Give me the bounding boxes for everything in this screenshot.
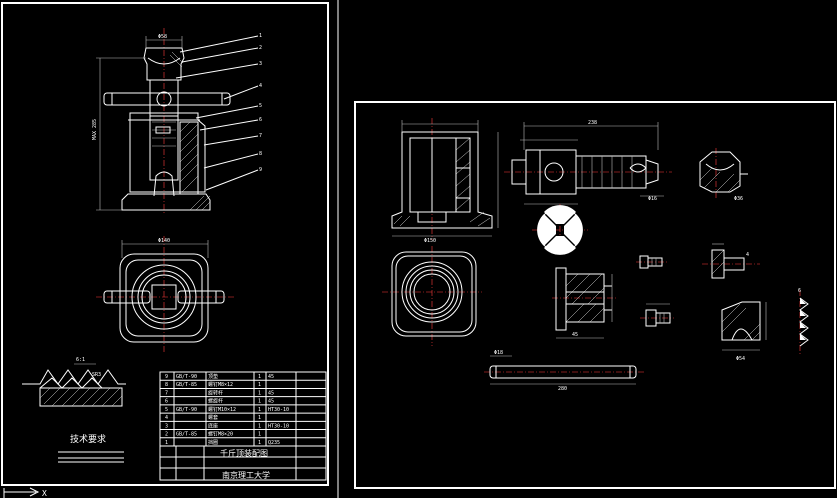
parts-cell-mat: 45 xyxy=(268,374,274,380)
parts-cell-name: 挡圈 xyxy=(208,439,218,446)
parts-cell-qty: 1 xyxy=(258,382,261,388)
parts-cell-qty: 1 xyxy=(258,440,261,446)
svg-text:Φ36: Φ36 xyxy=(734,196,743,202)
svg-text:MAX 285: MAX 285 xyxy=(92,119,98,140)
right-sheet-border xyxy=(354,101,836,489)
svg-text:Φ16: Φ16 xyxy=(648,196,657,202)
cap-part: Φ36 xyxy=(699,148,748,202)
parts-cell-name: 螺套 xyxy=(208,414,218,421)
parts-cell-name: 底座 xyxy=(208,422,218,429)
balloon-8: 8 xyxy=(259,151,262,157)
svg-text:Φ140: Φ140 xyxy=(158,238,170,244)
thread-scale-label: 6:1 xyxy=(76,357,85,363)
parts-cell-no: 1 xyxy=(165,440,168,446)
svg-text:238: 238 xyxy=(588,120,597,126)
ucs-axis-icon: X xyxy=(3,487,47,498)
ucs-x-label: X xyxy=(42,489,47,498)
left-sheet-border xyxy=(1,2,329,486)
base-part-top-view xyxy=(382,246,482,346)
small-screw-1 xyxy=(636,255,668,269)
balloon-9: 9 xyxy=(259,167,262,173)
parts-cell-qty: 1 xyxy=(258,432,261,438)
parts-cell-qty: 1 xyxy=(258,423,261,429)
tech-requirements-heading: 技术要求 xyxy=(70,433,106,445)
parts-cell-code: GB/T-85 xyxy=(176,432,197,438)
base-part-section: Φ150 xyxy=(391,118,499,244)
small-screw-2 xyxy=(640,303,674,327)
parts-cell-name: 顶垫 xyxy=(208,373,218,380)
balloon-2: 2 xyxy=(259,45,262,51)
drawing-title: 千斤顶装配图 xyxy=(220,448,268,458)
svg-text:Φ54: Φ54 xyxy=(736,356,745,362)
rotating-bar-part: 280 Φ18 xyxy=(484,350,644,392)
groove-detail: Φ54 xyxy=(721,301,767,362)
title-block: 千斤顶装配图 南京理工大学 xyxy=(160,445,326,480)
screw-cross-section xyxy=(532,204,588,256)
parts-cell-qty: 1 xyxy=(258,415,261,421)
assembly-front-view: MAX 285 Φ58 xyxy=(92,28,231,215)
balloon-5: 5 xyxy=(259,103,262,109)
tech-requirements: 技术要求 xyxy=(58,433,124,463)
parts-cell-qty: 1 xyxy=(258,399,261,405)
parts-cell-name: 螺钉M8×12 xyxy=(208,381,233,388)
right-sheet: Φ150 238 xyxy=(354,101,836,489)
thread-detail: 6:1 SR3 xyxy=(22,357,126,407)
svg-text:280: 280 xyxy=(558,386,567,392)
screw-part: 238 Φ16 xyxy=(504,120,672,205)
balloon-1: 1 xyxy=(259,33,262,39)
parts-cell-qty: 1 xyxy=(258,374,261,380)
balloon-7: 7 xyxy=(259,133,262,139)
parts-cell-mat: Q235 xyxy=(268,440,280,446)
svg-text:6: 6 xyxy=(798,288,801,294)
parts-cell-code: GB/T-85 xyxy=(176,382,197,388)
parts-cell-no: 3 xyxy=(165,423,168,429)
school-name: 南京理工大学 xyxy=(222,470,270,480)
part-balloons: 1 2 3 4 5 6 7 8 9 xyxy=(175,33,262,191)
balloon-3: 3 xyxy=(259,61,262,67)
balloon-4: 4 xyxy=(259,83,262,89)
thread-profile-detail: 6 xyxy=(798,288,809,356)
parts-cell-mat: 45 xyxy=(268,390,274,396)
nut-sleeve-part: 45 xyxy=(552,267,618,339)
parts-cell-code: GB/T-90 xyxy=(176,374,197,380)
left-sheet: MAX 285 Φ58 1 2 3 4 5 6 7 8 9 xyxy=(1,0,339,498)
parts-cell-mat: HT30-10 xyxy=(268,423,289,429)
svg-text:Φ58: Φ58 xyxy=(158,34,167,40)
assembly-top-view: Φ140 xyxy=(96,236,234,352)
parts-cell-no: 9 xyxy=(165,374,168,380)
svg-text:Φ150: Φ150 xyxy=(424,238,436,244)
parts-cell-no: 8 xyxy=(165,382,168,388)
parts-cell-no: 4 xyxy=(165,415,168,421)
parts-cell-no: 7 xyxy=(165,390,168,396)
svg-text:SR3: SR3 xyxy=(92,372,101,378)
parts-cell-no: 2 xyxy=(165,432,168,438)
parts-cell-mat: HT30-10 xyxy=(268,407,289,413)
parts-cell-mat: 45 xyxy=(268,399,274,405)
parts-cell-name: 螺钉M8×20 xyxy=(208,431,233,438)
parts-cell-code: GB/T-90 xyxy=(176,407,197,413)
parts-cell-name: 螺旋杆 xyxy=(208,398,223,405)
parts-cell-name: 螺钉M10×12 xyxy=(208,406,236,413)
parts-cell-no: 6 xyxy=(165,399,168,405)
washer-part: 4 xyxy=(702,243,760,279)
parts-cell-qty: 1 xyxy=(258,390,261,396)
svg-text:4: 4 xyxy=(746,252,749,258)
parts-cell-name: 旋转杆 xyxy=(208,389,223,396)
svg-text:Φ18: Φ18 xyxy=(494,350,503,356)
parts-cell-qty: 1 xyxy=(258,407,261,413)
svg-text:45: 45 xyxy=(572,332,578,338)
balloon-6: 6 xyxy=(259,117,262,123)
parts-cell-no: 5 xyxy=(165,407,168,413)
